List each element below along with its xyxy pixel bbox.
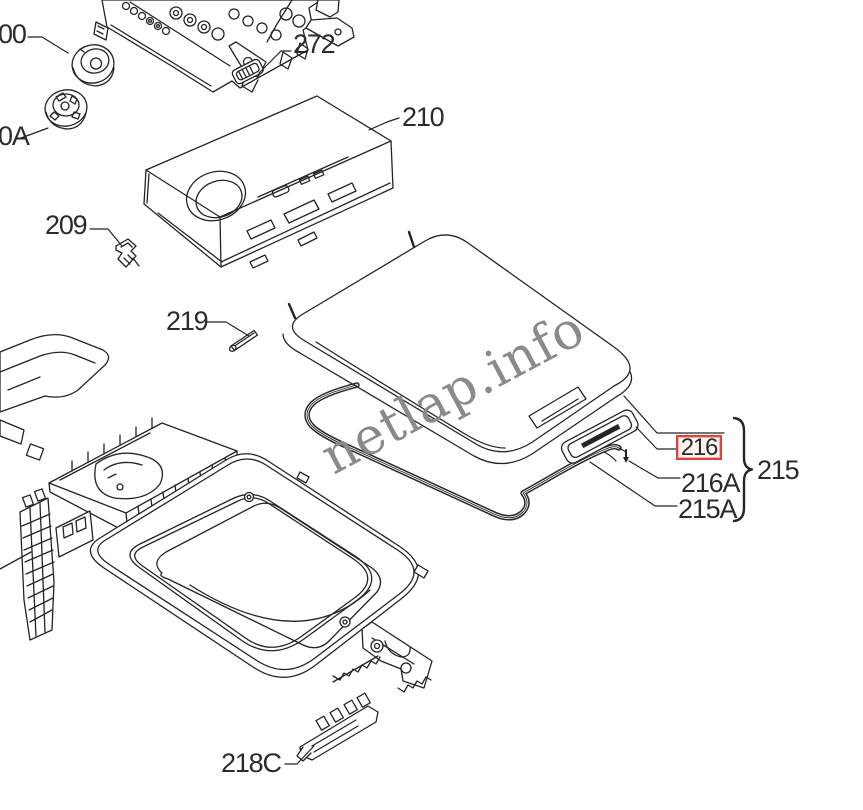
lid-handle-drawing [560,409,639,464]
pin-219-drawing [228,329,259,352]
label-300: 00 [0,19,27,49]
label-215: 215 [757,455,800,485]
label-215a: 215A [678,494,737,524]
label-210: 210 [402,102,445,132]
label-219: 219 [166,306,209,336]
label-216: 216 [680,433,719,461]
clip-209-drawing [115,238,140,268]
selector-knob-drawing [44,89,88,130]
top-cover-assembly-drawing [0,333,433,693]
lid-drawing [282,230,633,465]
position-arrow-marker [623,449,629,463]
part-272-drawing [231,58,264,85]
label-300a: 0A [0,121,30,151]
console-panel-drawing [143,95,394,269]
bracket-218c-drawing [296,692,379,762]
label-218c: 218C [221,748,282,778]
leader-lines [20,36,725,765]
label-216-highlight: 216 [676,435,722,460]
label-272: 272 [293,29,336,59]
label-209: 209 [45,210,88,240]
knob-drawing [71,44,115,87]
label-216a: 216A [681,468,740,498]
control-board-drawing [93,0,355,93]
brace-215 [732,416,754,523]
lid-gasket-drawing [304,382,627,521]
